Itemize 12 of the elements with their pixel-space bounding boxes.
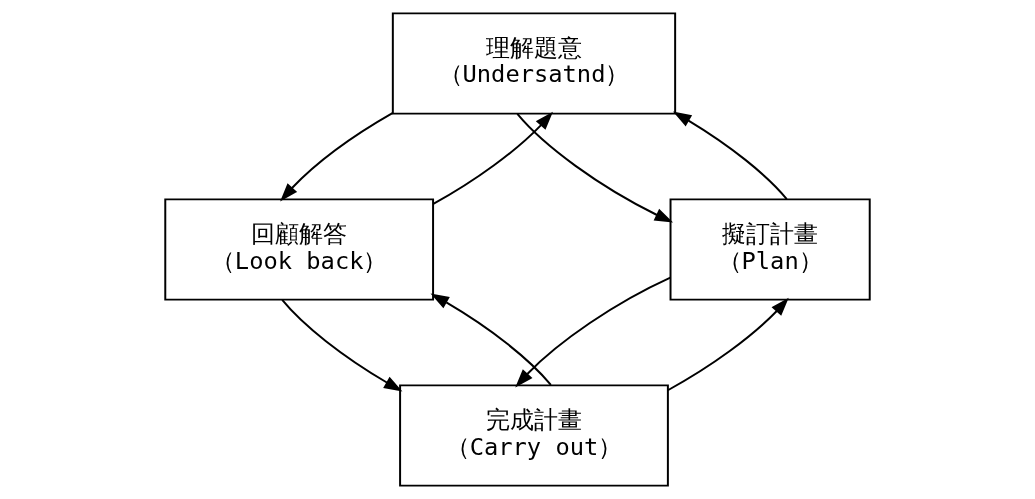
- node-box: 回顧解答 （Look back）: [164, 198, 435, 301]
- arrow: [281, 298, 403, 392]
- arrow: [515, 276, 672, 388]
- arrow: [430, 293, 552, 386]
- node-box: 理解題意 （Undersatnd）: [391, 12, 677, 115]
- node-box: 完成計畫 （Carry out）: [399, 384, 669, 487]
- arrow: [280, 112, 394, 202]
- arrow: [516, 112, 674, 223]
- arrow: [432, 111, 553, 205]
- arrow: [666, 297, 789, 392]
- node-box: 擬訂計畫 （Plan）: [669, 198, 871, 301]
- arrow: [672, 111, 788, 201]
